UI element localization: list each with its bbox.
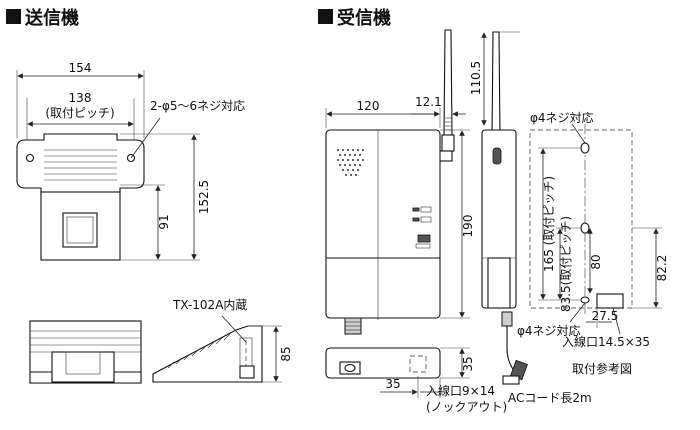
side-knob-icon	[492, 147, 502, 165]
rx-height-label: 190	[461, 215, 475, 238]
rx-cord-note: ACコード長2m	[508, 391, 592, 405]
indicator-led-icon	[412, 207, 420, 212]
heading-square-icon	[6, 9, 21, 24]
rx-width-label: 120	[357, 99, 380, 113]
rx-mount-inlet-note: 入線口14.5×35	[562, 334, 650, 349]
rx-bottom-knockout-note: (ノックアウト)	[426, 400, 507, 414]
rx-mount-275-label: 27.5	[592, 309, 619, 323]
rx-mount-80-label: 80	[589, 254, 603, 269]
tx-screw-left-icon	[25, 153, 35, 163]
rx-bottom-offset-label: 35	[385, 377, 400, 391]
rx-bottom-height-label: 35	[461, 356, 475, 371]
tx-width-label: 154	[69, 61, 92, 75]
tx-inner-height-label: 91	[157, 214, 171, 229]
transmitter-side-view: 85 TX-102A内蔵	[152, 298, 293, 383]
transmitter-heading: 送信機	[6, 7, 79, 29]
receiver-side-view: ACコード長2m 110.5	[469, 31, 592, 405]
receiver-bottom-view: 35 35 入線口9×14 (ノックアウト)	[325, 347, 507, 414]
transmitter-title: 送信機	[24, 7, 79, 29]
rx-bottom-inlet-note: 入線口9×14	[426, 383, 495, 398]
transmitter-front-view	[29, 320, 142, 384]
receiver-front-view: 120 12.1 190	[325, 29, 475, 335]
rx-mount-pitch-label: 165 (取付ピッチ)	[542, 176, 556, 272]
switch-icon	[417, 234, 431, 243]
speaker-grille-icon	[337, 149, 364, 176]
rx-antenna-label: 110.5	[469, 61, 483, 95]
tx-pitch-label: 138	[69, 91, 92, 105]
rx-mount-caption: 取付参考図	[572, 361, 632, 376]
mount-screw-top-icon	[580, 142, 590, 154]
rx-antenna-offset-label: 12.1	[415, 95, 442, 109]
heading-square-icon	[318, 9, 333, 24]
rx-mount-pitch2-label: 83.5(取付ピッチ)	[559, 216, 573, 312]
rx-mount-top-screw-note: φ4ネジ対応	[530, 111, 594, 125]
mount-screw-mid-icon	[580, 222, 590, 234]
tx-screw-note: 2-φ5〜6ネジ対応	[150, 99, 245, 113]
receiver-title: 受信機	[337, 7, 391, 29]
receiver-mounting-view: φ4ネジ対応 φ4ネジ対応 入線口14.5×35 取付参考図 165 (取付ピッ…	[517, 111, 669, 376]
tx-builtin-note: TX-102A内蔵	[172, 298, 247, 312]
mount-screw-bottom-icon	[580, 296, 590, 304]
cord-grommet-icon	[344, 363, 356, 373]
indicator-led-icon	[412, 217, 420, 222]
tx-side-height-label: 85	[279, 346, 293, 361]
transmitter-top-view: 154 138 (取付ピッチ)	[16, 61, 245, 261]
tx-pitch-note: (取付ピッチ)	[45, 106, 114, 120]
receiver-heading: 受信機	[318, 7, 391, 29]
rx-mount-bottom-screw-note: φ4ネジ対応	[517, 324, 581, 338]
rx-mount-822-label: 82.2	[655, 255, 669, 282]
tx-height-label: 152.5	[197, 180, 211, 214]
